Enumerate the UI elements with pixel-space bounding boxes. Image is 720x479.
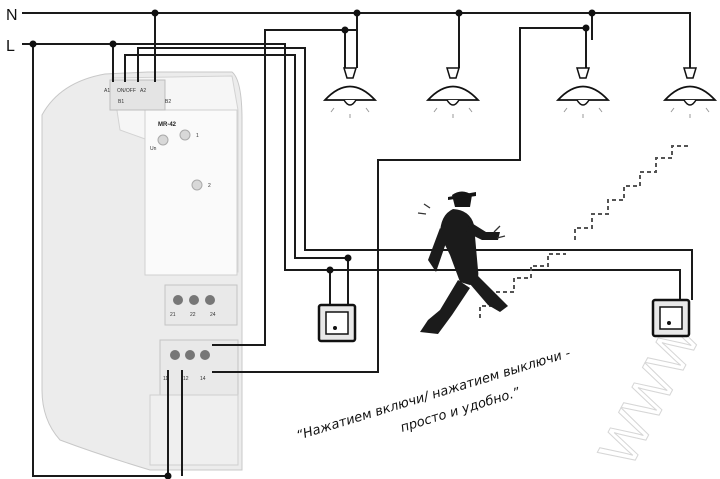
svg-text:21: 21 [170,312,176,318]
svg-text:ON/OFF: ON/OFF [117,88,136,94]
led-un-label: Un [150,146,157,152]
svg-text:WWW: WWW [588,312,713,475]
neutral-label: N [6,7,18,24]
wire-b2-switch-right [137,47,693,300]
lamp-icon [322,67,378,118]
svg-text:B1: B1 [118,99,124,105]
wire-l-return [32,44,169,477]
svg-text:11: 11 [163,376,168,382]
junction-dots [29,9,596,479]
relay-module: MR-42 Un 1 2 A1 ON/OFF A2 B1 B2 21 22 24… [41,71,243,471]
lamp-bridge-c [356,13,587,68]
lamp-bridge-a [344,29,358,68]
relay-terminals-bottom: 11 12 14 [163,376,206,382]
relay-terminals-top: A1 ON/OFF A2 B1 B2 [104,88,171,105]
wire-14-lamps-b [212,27,587,373]
svg-text:22: 22 [190,312,196,318]
line-label: L [6,38,15,55]
svg-text:A2: A2 [140,88,146,94]
svg-text:14: 14 [200,376,206,382]
led-2-label: 2 [208,183,211,189]
walking-person-icon [417,191,508,334]
staircase-icon [479,145,690,318]
watermark: WWW [587,312,713,476]
lamp-bridge-b [356,13,593,68]
lamp-icon [662,67,718,118]
relay-terminals-mid: 21 22 24 [170,312,216,318]
line-rail [22,43,681,300]
lamp-icon [425,67,481,118]
lamp-icon [555,67,611,118]
led-1-icon [179,129,191,141]
wire-b1-switch-left [124,54,349,305]
neutral-rail [22,12,691,68]
switch-icon [651,298,691,338]
led-un-icon [157,134,169,146]
svg-text:B2: B2 [165,99,171,105]
svg-text:A1: A1 [104,88,110,94]
led-2-icon [191,179,203,191]
svg-text:12: 12 [183,376,189,382]
slogan-line-1: “Нажатием включи/ нажатием выключи - [295,346,573,444]
switch-icon [317,303,357,343]
led-1-label: 1 [196,133,199,139]
relay-model-label: MR-42 [158,122,177,128]
svg-text:24: 24 [210,312,216,318]
